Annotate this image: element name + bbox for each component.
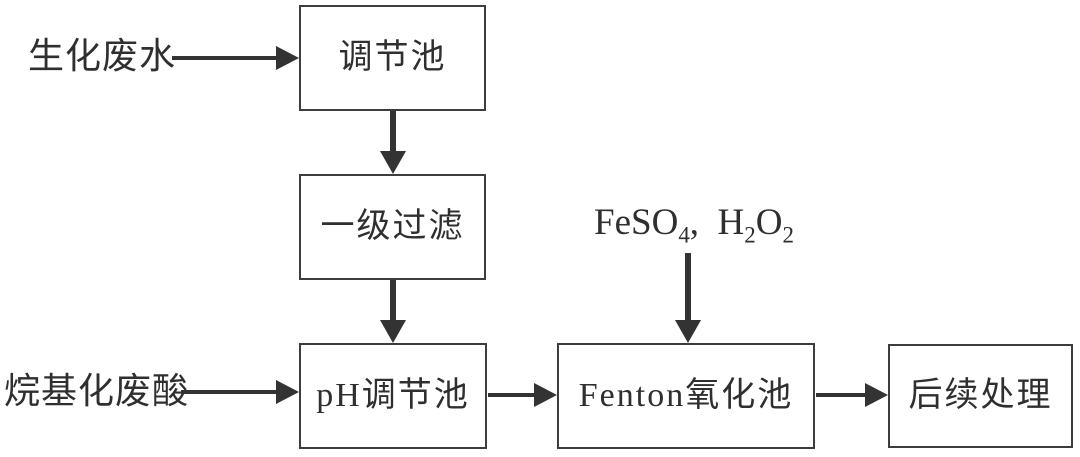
label-reagents-feso4-h2o2: FeSO4, H2O2 (594, 202, 794, 246)
node-post-treatment: 后续处理 (888, 344, 1073, 448)
arrow-head (380, 151, 406, 174)
arrow-shaft (816, 393, 872, 397)
arrow-head (675, 320, 701, 343)
arrow-head (276, 380, 299, 404)
arrow-reagents-to-fenton-tank (675, 253, 701, 343)
arrow-shaft (685, 253, 691, 327)
reagent-text: O (755, 202, 783, 243)
arrow-head (380, 320, 406, 343)
arrow-shaft (488, 393, 541, 397)
node-label: 调节池 (338, 39, 447, 76)
node-ph-adjust-tank: pH调节池 (299, 343, 487, 449)
node-primary-filter: 一级过滤 (299, 174, 486, 280)
node-label: 一级过滤 (320, 208, 465, 245)
arrow-primary-filter-to-ph-tank (380, 280, 406, 343)
reagent-text: FeSO (594, 202, 679, 243)
arrow-adjust-tank-to-primary-filter (380, 111, 406, 174)
arrow-waste-acid-to-ph-tank (181, 380, 299, 404)
arrow-shaft (172, 56, 283, 60)
node-fenton-oxidation-tank: Fenton氧化池 (557, 343, 815, 449)
arrow-ph-tank-to-fenton-tank (488, 383, 557, 407)
arrow-head (534, 383, 557, 407)
arrow-head (276, 46, 299, 70)
arrow-shaft (390, 111, 396, 158)
arrow-biochem-to-adjust-tank (172, 46, 299, 70)
reagent-text: , H (689, 202, 745, 243)
node-label: 后续处理 (908, 377, 1053, 414)
reagent-subscript: 2 (744, 222, 756, 248)
reagent-subscript: 2 (782, 222, 794, 248)
node-label: pH调节池 (316, 377, 470, 414)
reagent-subscript: 4 (678, 222, 690, 248)
label-alkylation-waste-acid: 烷基化废酸 (4, 371, 190, 411)
node-label: Fenton氧化池 (578, 377, 794, 414)
node-adjust-tank: 调节池 (299, 5, 486, 111)
arrow-shaft (390, 280, 396, 327)
label-biochem-wastewater: 生化废水 (28, 36, 177, 76)
arrow-shaft (181, 390, 283, 394)
arrow-head (865, 383, 888, 407)
arrow-fenton-tank-to-post-treatment (816, 383, 888, 407)
